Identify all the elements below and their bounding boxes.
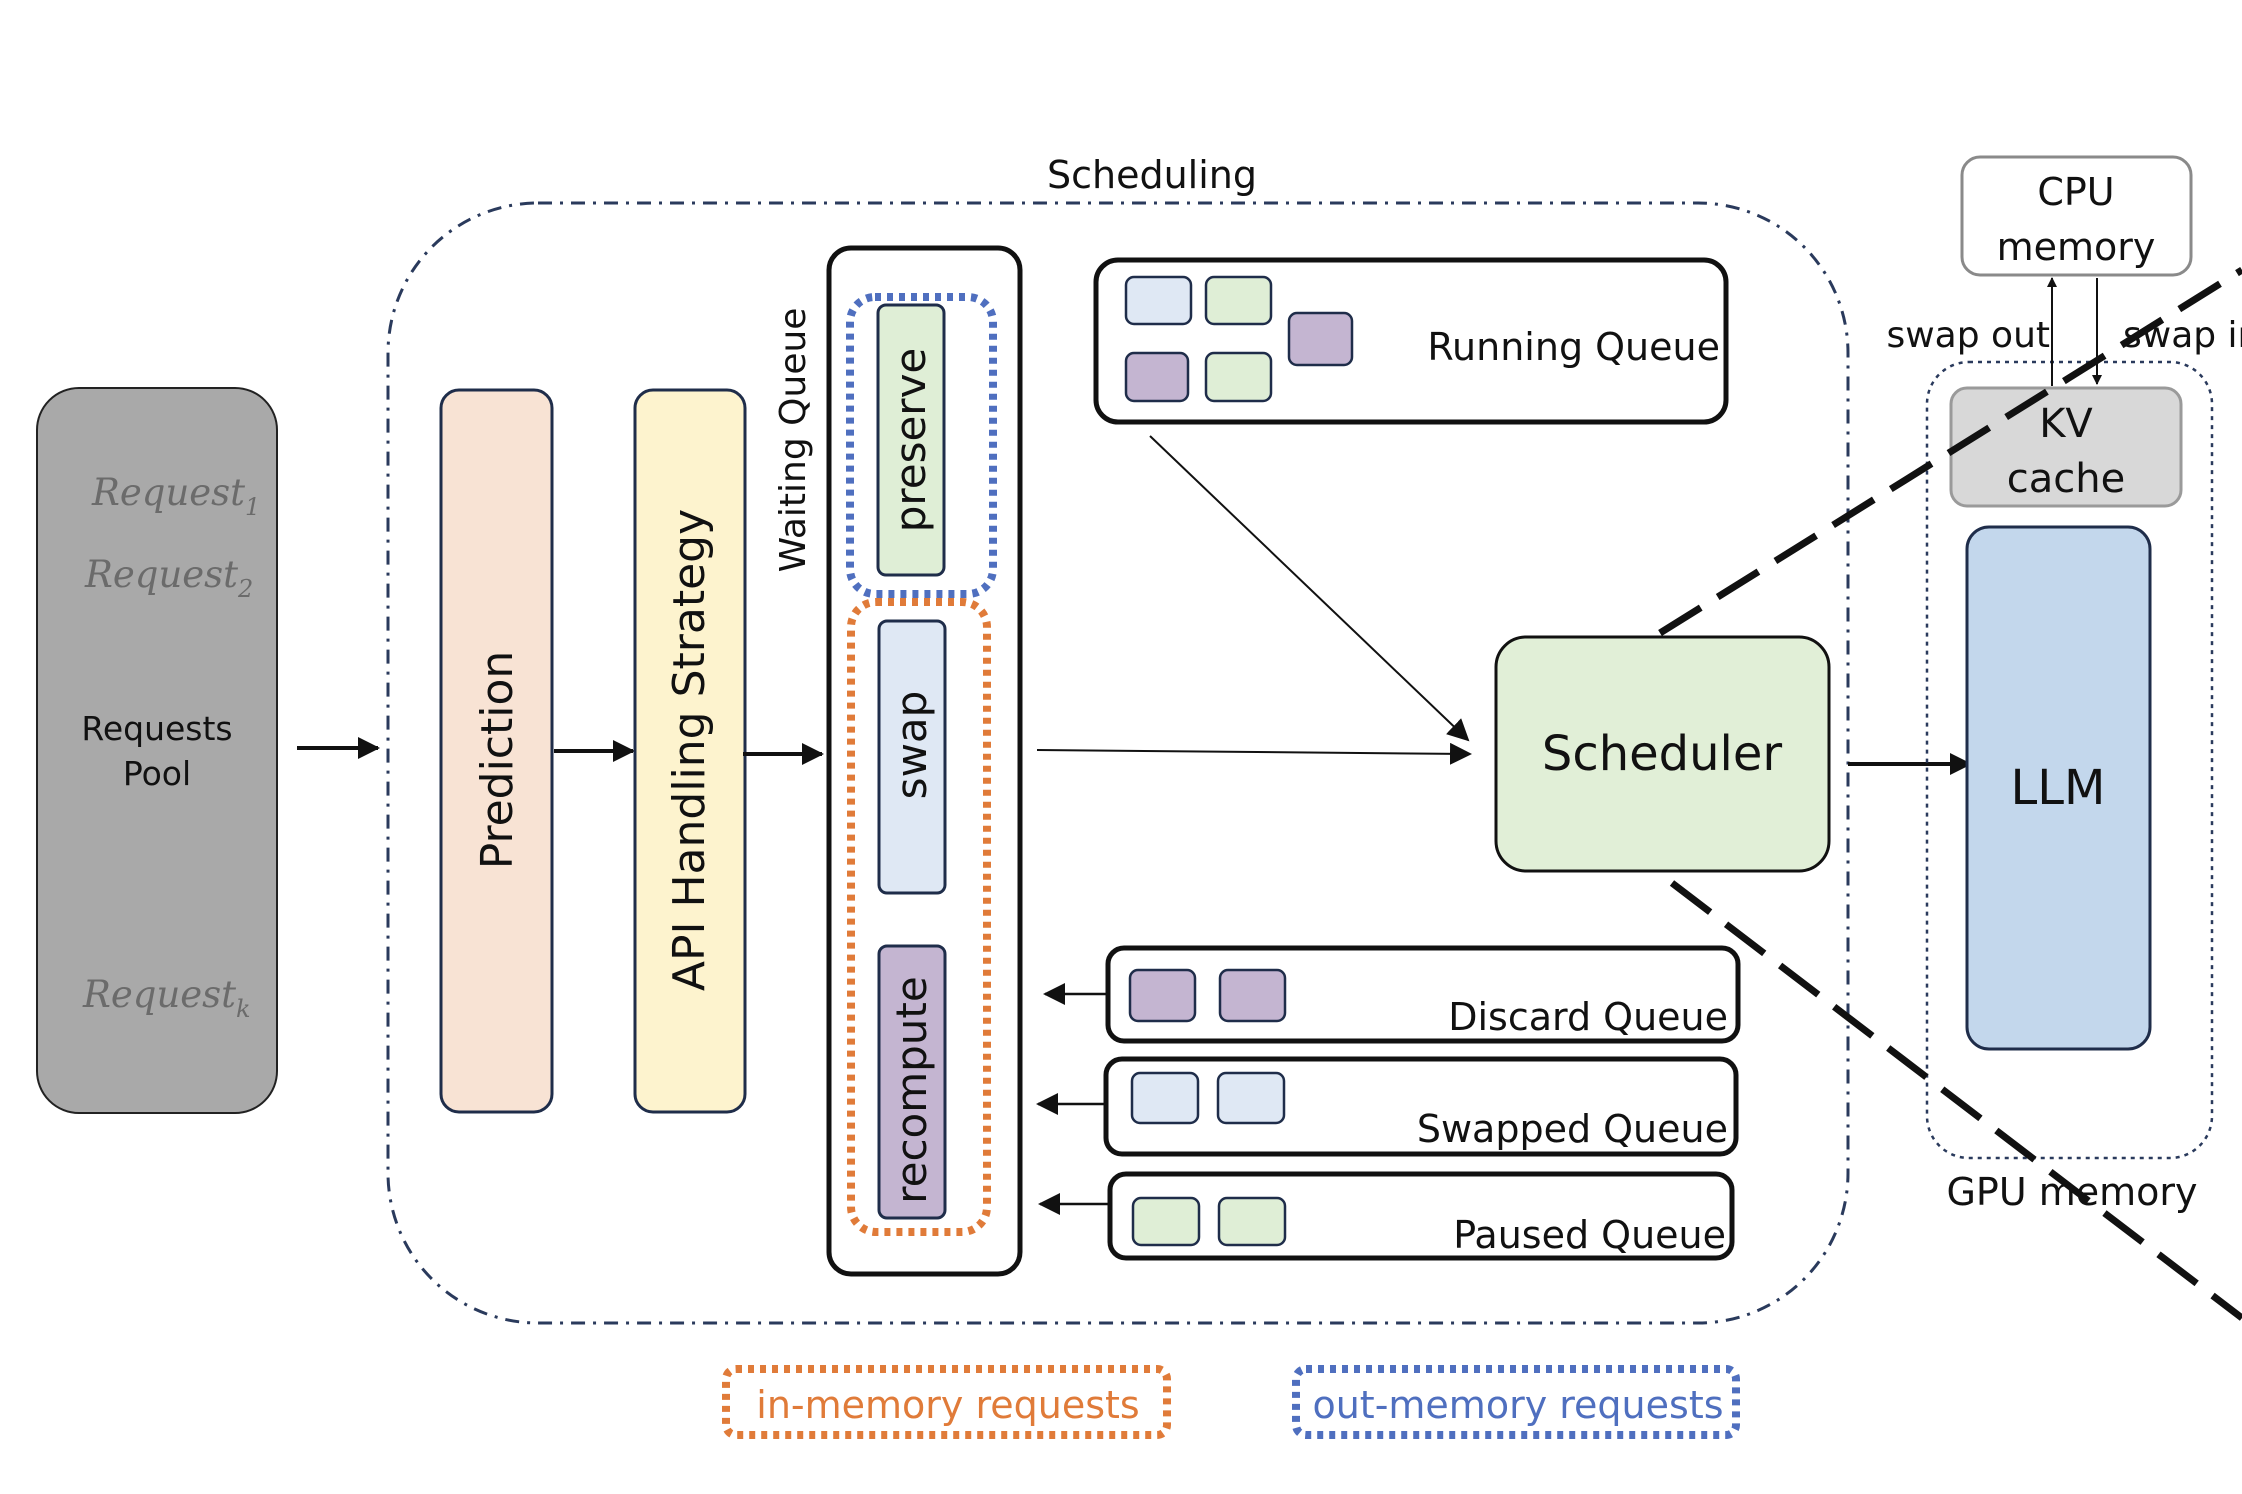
llm-box	[1965, 525, 2152, 1051]
discard-item	[1128, 968, 1197, 1023]
swap-label: swap	[887, 691, 936, 800]
waiting-queue-box	[826, 245, 1023, 1277]
recompute-label: recompute	[887, 976, 936, 1203]
kv-cache-label-2: cache	[2007, 456, 2125, 502]
swapped-queue-label: Swapped Queue	[1417, 1107, 1728, 1151]
running-queue-box	[1093, 257, 1729, 425]
prediction-box	[439, 388, 554, 1114]
running-item	[1124, 275, 1193, 326]
paused-queue-box	[1107, 1171, 1735, 1261]
gpu-memory-container	[1925, 360, 2214, 1160]
cpu-memory-label-2: memory	[1997, 225, 2156, 269]
kv-cache-label-1: KV	[2039, 401, 2093, 447]
running-item	[1124, 351, 1190, 403]
requests-pool	[36, 387, 278, 1114]
preserve-box	[876, 303, 946, 577]
api-strategy-label: API Handling Strategy	[664, 509, 715, 991]
legend-out-memory-label: out-memory requests	[1312, 1383, 1723, 1427]
request-2: Request2	[84, 553, 253, 603]
paused-item	[1131, 1196, 1201, 1247]
prediction-label: Prediction	[472, 651, 523, 870]
waiting-queue-label: Waiting Queue	[773, 308, 814, 573]
paused-item	[1217, 1196, 1287, 1247]
requests-pool-label-2: Pool	[123, 754, 191, 793]
request-1: Request1	[91, 471, 260, 521]
scheduler-box	[1494, 635, 1831, 873]
scheduling-title: Scheduling	[1047, 153, 1257, 197]
swapped-item	[1216, 1071, 1286, 1125]
swapped-item	[1130, 1071, 1200, 1125]
swap-out-label: swap out	[1886, 315, 2050, 356]
legend-in-memory-box	[722, 1365, 1171, 1439]
running-item	[1204, 275, 1273, 326]
swap-box	[877, 619, 947, 895]
zoom-line-upper	[1658, 267, 2242, 636]
recompute-box	[877, 944, 947, 1220]
legend-in-memory-label: in-memory requests	[756, 1383, 1139, 1427]
legend-out-memory-box	[1292, 1365, 1740, 1439]
cpu-memory-box	[1960, 155, 2193, 277]
running-item	[1204, 351, 1273, 403]
running-queue-label: Running Queue	[1427, 325, 1720, 369]
arrow-running-to-scheduler	[1149, 435, 1470, 742]
api-strategy-box	[633, 388, 747, 1114]
discard-item	[1218, 968, 1287, 1023]
paused-queue-label: Paused Queue	[1453, 1213, 1726, 1257]
running-item	[1287, 311, 1354, 367]
preserve-label: preserve	[886, 348, 935, 533]
swapped-queue-box	[1103, 1056, 1739, 1157]
discard-queue-label: Discard Queue	[1448, 995, 1728, 1039]
requests-pool-label-1: Requests	[81, 709, 232, 748]
cpu-memory-label-1: CPU	[2037, 170, 2114, 214]
zoom-line-lower	[1669, 880, 2242, 1321]
llm-label: LLM	[2011, 760, 2106, 816]
preserve-group	[846, 293, 997, 598]
discard-queue-box	[1105, 945, 1741, 1044]
scheduler-label: Scheduler	[1542, 726, 1783, 782]
request-k: Requestk	[82, 973, 251, 1023]
arrow-waiting-to-scheduler	[1036, 742, 1472, 765]
